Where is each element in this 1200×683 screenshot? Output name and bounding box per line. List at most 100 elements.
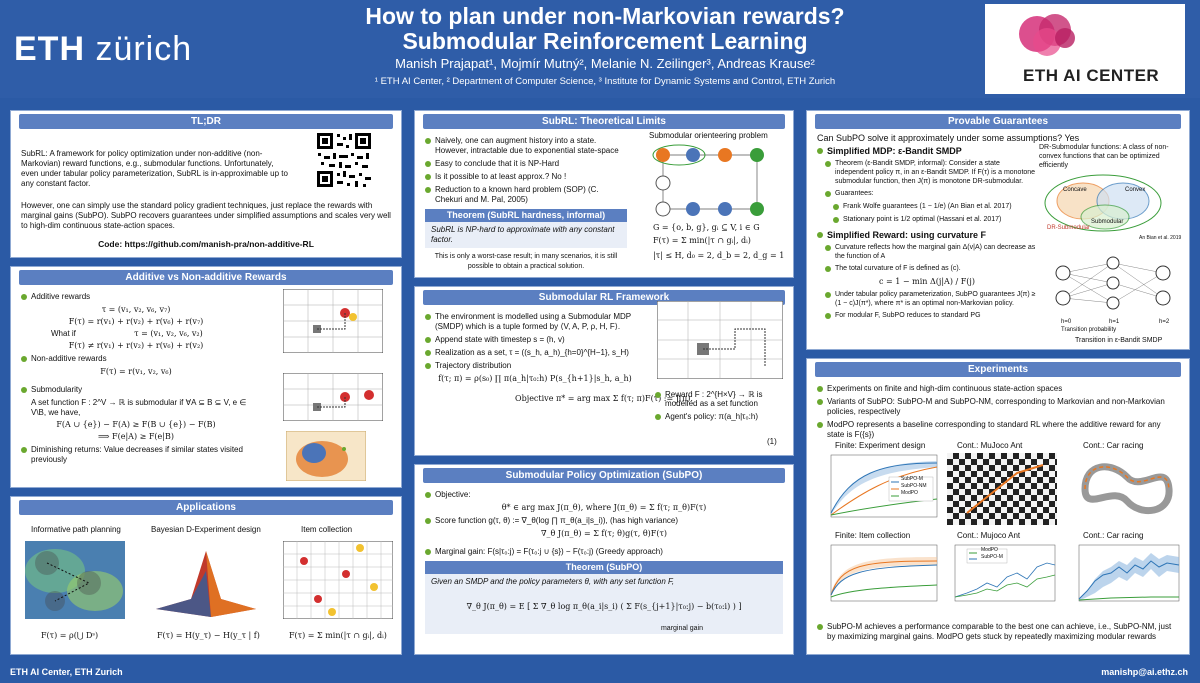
- code-link[interactable]: Code: https://github.com/manish-pra/non-…: [98, 239, 314, 249]
- subpo-theorem-eq: ∇_θ J(π_θ) = E [ Σ ∇_θ log π_θ(a_i|s_i) …: [466, 602, 742, 611]
- subpo-marginal-gain-bullet: Marginal gain: F(s|τ₀:j) = F(τ₀:j ∪ {s})…: [425, 547, 783, 557]
- simplified-mdp-bullet: Simplified MDP: ε-Bandit SMDP: [817, 146, 1037, 156]
- tldr-panel: TL;DR SubRL: A framework for policy opti…: [10, 110, 402, 258]
- framework-bullet-2: Append state with timestep s = (h, v): [425, 335, 645, 345]
- footer-email[interactable]: manishp@ai.ethz.ch: [1101, 667, 1188, 677]
- applications-panel: Applications Informative path planning B…: [10, 496, 402, 655]
- plot2-mujoco-ant-checker: [947, 453, 1057, 525]
- limits-panel: SubRL: Theoretical Limits Naively, one c…: [414, 110, 794, 278]
- nonadditive-eq: F(τ) = r(v₁, v₂, v₆): [100, 367, 172, 376]
- sop-title: Submodular orienteering problem: [649, 131, 768, 140]
- experiments-conclusion: SubPO-M achieves a performance comparabl…: [807, 615, 1189, 649]
- footer: ETH AI Center, ETH Zurich manishp@ai.eth…: [0, 661, 1200, 683]
- guarantees-question: Can SubPO solve it approximately under s…: [817, 133, 1080, 143]
- venn-subset-figure: [286, 431, 366, 481]
- subpo-panel: Submodular Policy Optimization (SubPO) O…: [414, 464, 794, 655]
- tabular-guarantee: Under tabular policy parameterization, S…: [825, 290, 1037, 308]
- legend-modpo-ant: ModPO: [981, 547, 998, 553]
- limits-bullet-3: Is it possible to at least approx.? No !: [425, 172, 627, 182]
- formula-bayesian: F(τ) = H(y_τ) − H(y_τ | f): [157, 631, 260, 640]
- subpo-theorem-title: Theorem (SubPO): [425, 561, 783, 574]
- informative-path-figure: [25, 541, 125, 619]
- simplified-reward-bullet: Simplified Reward: using curvature F: [817, 230, 1037, 240]
- plot4-title: Finite: Item collection: [835, 531, 911, 540]
- app-item-collection-label: Item collection: [301, 525, 353, 534]
- objective-eq-number: (1): [767, 437, 777, 446]
- transition-prob-label: Transition probability: [1061, 327, 1117, 333]
- additive-eq3: τ = (v₁, v₂, v₆, v₂): [134, 329, 203, 338]
- hardness-theorem: Theorem (SubRL hardness, informal) SubRL…: [425, 209, 627, 248]
- eth-ai-center-logo: ETH AI CENTER: [985, 4, 1185, 94]
- subpo-objective-eq: θ* ∈ arg max J(π_θ), where J(π_θ) = Σ f(…: [501, 503, 707, 512]
- plot2-title: Cont.: MuJoco Ant: [957, 441, 1023, 450]
- guarantees-heading: Provable Guarantees: [815, 114, 1181, 129]
- submodularity-bullet: Submodularity: [21, 385, 391, 395]
- guarantees-panel: Provable Guarantees Can SubPO solve it a…: [806, 110, 1190, 350]
- diminishing-returns-bullet: Diminishing returns: Value decreases if …: [21, 445, 261, 465]
- app-bayesian-design-label: Bayesian D-Experiment design: [151, 525, 261, 534]
- limits-bullet-2: Easy to conclude that it is NP-Hard: [425, 159, 627, 169]
- venn-dr-label: DR-Submodular: [1047, 225, 1091, 231]
- plot6-car-racing: [1078, 544, 1180, 602]
- plot6-title: Cont.: Car racing: [1083, 531, 1144, 540]
- formula-item: F(τ) = Σ min(|τ ∩ gᵢ|, dᵢ): [289, 631, 387, 640]
- legend-subpo-m: SubPO-M: [901, 476, 923, 482]
- additive-panel: Additive vs Non-additive Rewards Additiv…: [10, 266, 402, 488]
- framework-bullet-1: The environment is modelled using a Subm…: [425, 312, 645, 332]
- sop-params: |τ| ≤ H, d₀ = 2, d_b = 2, d_g = 1: [653, 251, 785, 260]
- authors: Manish Prajapat¹, Mojmír Mutný², Melanie…: [395, 56, 815, 71]
- tldr-p1: SubRL: A framework for policy optimizati…: [21, 149, 288, 188]
- framework-bullet-6: Agent's policy: π(a_h|τ₀:h): [655, 409, 785, 424]
- trajectory-eq: f(τ; π) = ρ(s₀) ∏ π(a_h|τ₀:h) P(s_{h+1}|…: [438, 374, 632, 383]
- venn-citation: An Bian et al. 2019: [1139, 235, 1182, 241]
- curvature-eq: c = 1 − min Δ(j|A) / F(j): [878, 277, 975, 286]
- experiments-bullet-3: ModPO represents a baseline correspondin…: [817, 420, 1179, 440]
- sop-graph-figure: [652, 144, 764, 217]
- marginal-gain-label: marginal gain: [660, 625, 703, 632]
- objective-eq: Objective π* = arg max Σ f(τ; π)F(τ) := …: [515, 394, 693, 403]
- submodular-eq2: ⟹ F(e|A) ≥ F(e|B): [98, 432, 174, 441]
- plot1-experiment-design: [830, 454, 938, 518]
- additive-bullet: Additive rewards: [21, 292, 391, 302]
- framework-bullet-5: Reward F : 2^{H×V} → ℝ is modelled as a …: [655, 387, 785, 411]
- h1-label: h=1: [1109, 319, 1120, 325]
- plot3-car-racing-track: [1071, 453, 1181, 525]
- function-classes-venn: [1044, 174, 1162, 232]
- limits-bullet-1: Naively, one can augment history into a …: [425, 136, 627, 156]
- venn-concave-label: Concave: [1063, 187, 1087, 193]
- bandit-theorem: Theorem (ε-Bandit SMDP, informal): Consi…: [825, 159, 1037, 186]
- guarantees-label: Guarantees:: [825, 189, 1037, 199]
- modular-bullet: For modular F, SubPO reduces to standard…: [825, 311, 1037, 321]
- limits-heading: SubRL: Theoretical Limits: [423, 114, 785, 129]
- whatif-label: What if: [51, 329, 76, 338]
- title-line-1: How to plan under non-Markovian rewards?: [365, 3, 845, 29]
- legend-subpo-nm: SubPO-NM: [901, 483, 927, 489]
- experiments-heading: Experiments: [815, 362, 1181, 377]
- ai-center-text: ETH AI CENTER: [1023, 66, 1160, 85]
- stationary-point-guarantee: Stationary point is 1/2 optimal (Hassani…: [833, 215, 1037, 225]
- subpo-theorem-body: Given an SMDP and the policy parameters …: [431, 577, 675, 586]
- frank-wolfe-guarantee: Frank Wolfe guarantees (1 − 1/e) (An Bia…: [833, 202, 1037, 212]
- bandit-transition-figure: [1055, 256, 1171, 310]
- hardness-note: This is only a worst-case result; in man…: [434, 253, 618, 270]
- total-curvature-bullet: The total curvature of F is defined as (…: [825, 264, 1037, 274]
- submodular-definition: A set function F : 2^V → ℝ is submodular…: [31, 398, 247, 417]
- bayesian-design-figure: [156, 551, 256, 617]
- footer-affiliation: ETH AI Center, ETH Zurich: [10, 667, 123, 677]
- poster-title: How to plan under non-Markovian rewards?…: [260, 4, 950, 54]
- formula-informative: F(τ) = ρ(⋃ Dˢ): [41, 631, 99, 640]
- experiments-panel: Experiments Experiments on finite and hi…: [806, 358, 1190, 655]
- legend-subpo-m-ant: SubPO-M: [981, 554, 1003, 560]
- experiments-bullet-1: Experiments on finite and high-dim conti…: [817, 384, 1179, 394]
- curvature-bullet: Curvature reflects how the marginal gain…: [825, 243, 1037, 261]
- hardness-theorem-title: Theorem (SubRL hardness, informal): [425, 209, 627, 222]
- subpo-grad-eq: ∇_θ J(π_θ) = Σ f(τ; θ)g(τ, θ)F(τ): [540, 529, 668, 538]
- submodular-eq1: F(A ∪ {e}) − F(A) ≥ F(B ∪ {e}) − F(B): [56, 420, 216, 429]
- subpo-theorem: Theorem (SubPO) Given an SMDP and the po…: [425, 561, 783, 634]
- header: ETH zürich How to plan under non-Markovi…: [0, 0, 1200, 98]
- venn-submodular-label: Submodular: [1091, 219, 1124, 225]
- plot5-title: Cont.: Mujoco Ant: [957, 531, 1021, 540]
- qr-code-icon: [315, 131, 373, 189]
- framework-bullet-3: Realization as a set, τ = ((s_h, a_h)_{h…: [425, 348, 645, 358]
